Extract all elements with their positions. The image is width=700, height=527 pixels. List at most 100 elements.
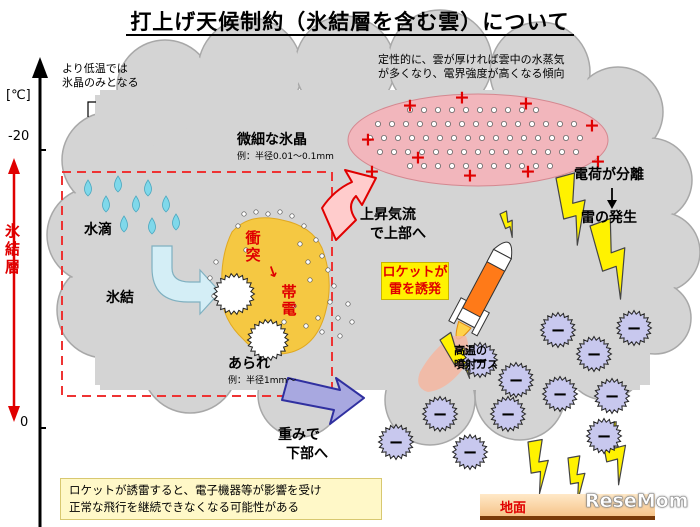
- small-ice-dot: [337, 333, 343, 339]
- ice-crystal-dot: [406, 162, 413, 169]
- plus-sign: +: [584, 115, 600, 137]
- graupel-particles: [212, 272, 290, 362]
- water-drop: [172, 213, 180, 231]
- ice-crystal-dot: [563, 134, 570, 141]
- minus-sign: −: [432, 404, 447, 425]
- top-right-line-1: 定性的に、雲が厚ければ雲中の水蒸気: [378, 53, 565, 66]
- ice-crystal-dot: [488, 148, 495, 155]
- ice-crystal-dot: [444, 121, 451, 128]
- minus-sign: −: [388, 432, 403, 453]
- ice-crystal-dot: [376, 148, 383, 155]
- plus-sign: +: [590, 151, 606, 173]
- small-ice-dot: [335, 315, 341, 321]
- ice-crystal-dot: [462, 162, 469, 169]
- small-ice-dot: [213, 259, 219, 265]
- negative-particle: [539, 311, 577, 349]
- lightning-bolt: [499, 210, 513, 238]
- ice-crystal-dot: [388, 121, 395, 128]
- ice-crystal-dot: [519, 107, 526, 114]
- lightning-bolt: [527, 438, 549, 495]
- ice-crystal-dot: [504, 162, 511, 169]
- exhaust-line-2: 噴射ガス: [454, 358, 498, 371]
- ice-crystal-dot: [434, 162, 441, 169]
- small-ice-dot: [281, 319, 287, 325]
- small-ice-dot: [319, 253, 325, 259]
- ground: [480, 494, 655, 520]
- bottom-note-line-1: ロケットが誘雷すると、電子機器等が影響を受け: [69, 483, 322, 497]
- minus-sign: −: [508, 370, 523, 391]
- negative-particle: [585, 417, 623, 455]
- small-ice-dot: [297, 241, 303, 247]
- water-droplets: [84, 175, 180, 235]
- rocket-trigger-line-1: ロケットが: [382, 265, 448, 280]
- ice-crystal-dot: [462, 107, 469, 114]
- small-ice-dot: [331, 283, 337, 289]
- gravity-arrow: [281, 377, 365, 425]
- ice-crystal-dot: [460, 148, 467, 155]
- minus-sign: −: [586, 344, 601, 365]
- water-drop: [148, 217, 156, 235]
- ice-crystal-dot: [446, 148, 453, 155]
- icing-layer-arrow: [8, 158, 20, 422]
- ice-crystal-dot: [533, 162, 540, 169]
- icing-layer-region: [61, 171, 333, 397]
- updraft-line-1: 上昇気流: [360, 207, 416, 223]
- negative-particle: [497, 361, 535, 399]
- water-drop: [120, 215, 128, 233]
- water-drop: [162, 195, 170, 213]
- ice-crystal-dot: [478, 134, 485, 141]
- ice-crystal-dot: [557, 121, 564, 128]
- charging-char-2: 電: [281, 300, 297, 318]
- ice-crystal-dot: [531, 148, 538, 155]
- bottom-note: ロケットが誘雷すると、電子機器等が影響を受け 正常な飛行を継続できなくなる可能性…: [60, 478, 382, 520]
- ice-crystal-dot: [366, 134, 373, 141]
- water-drop: [114, 175, 122, 193]
- ice-crystal-dot: [543, 121, 550, 128]
- small-ice-dot: [253, 209, 259, 215]
- positive-charges: ++++++++++: [360, 87, 606, 187]
- ice-crystal-size: 例：半径0.01〜0.1mm: [237, 152, 334, 162]
- ice-crystal-dot: [404, 148, 411, 155]
- small-ice-dot: [291, 303, 297, 309]
- axis-unit: [℃]: [6, 88, 31, 103]
- negative-charges: −−−−−−−−−−−−: [377, 309, 653, 471]
- negative-particle: [593, 377, 631, 415]
- graupel-particle: [212, 272, 256, 316]
- ice-crystal-dot: [472, 121, 479, 128]
- freeze-label: 氷結: [106, 290, 134, 306]
- graupel-size: 例：半径1mm〜: [228, 376, 297, 386]
- ice-crystal-dot: [492, 134, 499, 141]
- plus-sign: +: [462, 165, 478, 187]
- small-ice-dot: [327, 299, 333, 305]
- exhaust-line-1: 高温の: [454, 344, 487, 357]
- ice-crystal-dot: [571, 121, 578, 128]
- small-ice-dot: [207, 275, 213, 281]
- axis-tick-zero: 0: [20, 415, 29, 430]
- ice-crystal-dot: [490, 107, 497, 114]
- low-temp-line-1: より低温では: [62, 62, 128, 75]
- charge-separation-line-1: 電荷が分離: [574, 167, 644, 183]
- charging-char-1: 帯: [281, 283, 297, 301]
- ice-crystal-dot: [573, 148, 580, 155]
- lightning-bolt: [589, 218, 626, 300]
- gravity-line-2: 下部へ: [286, 446, 328, 462]
- graupel-particle: [246, 318, 290, 362]
- ice-crystal-dot: [490, 162, 497, 169]
- ice-crystal-dot: [394, 134, 401, 141]
- ice-crystal-dot: [515, 121, 522, 128]
- ice-crystal-dot: [458, 121, 465, 128]
- minus-sign: −: [626, 318, 641, 339]
- temperature-axis: [32, 57, 48, 527]
- ice-crystal-dot: [436, 134, 443, 141]
- plus-sign: +: [454, 87, 470, 109]
- updraft-label: 上昇気流 で上部へ: [360, 206, 426, 244]
- ice-crystal-dot: [420, 107, 427, 114]
- water-drop: [102, 195, 110, 213]
- ice-crystal-dot: [533, 107, 540, 114]
- water-drop: [132, 195, 140, 213]
- axis-tick-minus20: -20: [8, 129, 30, 144]
- ice-crystal-dot: [420, 162, 427, 169]
- ice-crystal-dot: [504, 107, 511, 114]
- ice-crystal-dot: [519, 162, 526, 169]
